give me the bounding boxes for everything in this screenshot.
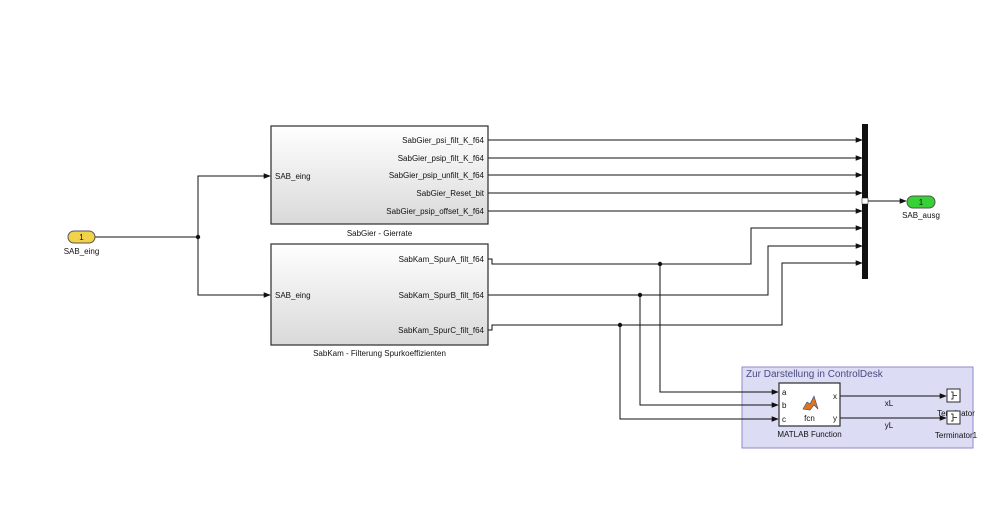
terminator1-block[interactable]: Terminator1	[935, 410, 978, 440]
signal-label-x: xL	[885, 399, 894, 408]
gier-output-1: SabGier_psi_filt_K_f64	[402, 136, 484, 145]
line-branch-a[interactable]	[659, 264, 779, 395]
mf-name: MATLAB Function	[777, 430, 841, 439]
inport-name: SAB_eing	[64, 247, 100, 256]
kam-output-1: SabKam_SpurA_filt_f64	[399, 255, 485, 264]
line-to-kam[interactable]	[197, 237, 271, 298]
inport-block[interactable]: 1 SAB_eing	[64, 230, 100, 256]
gier-input-port: SAB_eing	[275, 172, 311, 181]
line-kam-out-3[interactable]	[488, 260, 863, 331]
matlab-function-block[interactable]: a b c x y fcn MATLAB Function	[777, 382, 842, 439]
outport-number: 1	[919, 198, 924, 207]
mf-input-a: a	[782, 388, 787, 397]
gier-title: SabGier - Gierrate	[347, 229, 413, 238]
signal-label-y: yL	[885, 421, 894, 430]
terminator1-name: Terminator1	[935, 431, 978, 440]
subsystem-kam[interactable]: SAB_eing SabKam_SpurA_filt_f64 SabKam_Sp…	[270, 243, 489, 358]
line-branch-b[interactable]	[639, 295, 779, 408]
mf-output-x: x	[833, 392, 837, 401]
gier-output-4: SabGier_Reset_bit	[416, 189, 484, 198]
annotation-area-title: Zur Darstellung in ControlDesk	[746, 369, 884, 380]
gier-output-5: SabGier_psip_offset_K_f64	[386, 207, 484, 216]
line-to-gier[interactable]	[197, 173, 271, 237]
gier-output-2: SabGier_psip_filt_K_f64	[398, 154, 485, 163]
signal-lines	[95, 137, 947, 422]
kam-title: SabKam - Filterung Spurkoeffizienten	[313, 349, 446, 358]
mf-input-c: c	[782, 415, 786, 424]
kam-input-port: SAB_eing	[275, 291, 311, 300]
line-kam-out-2[interactable]	[488, 243, 863, 296]
mf-input-b: b	[782, 401, 787, 410]
kam-output-3: SabKam_SpurC_filt_f64	[398, 326, 484, 335]
gier-output-3: SabGier_psip_unfilt_K_f64	[389, 171, 485, 180]
outport-block[interactable]: 1 SAB_ausg	[902, 195, 940, 220]
mux-block[interactable]	[861, 124, 869, 279]
line-kam-out-1[interactable]	[488, 225, 863, 265]
outport-name: SAB_ausg	[902, 211, 940, 220]
branch-points	[195, 234, 663, 328]
inport-number: 1	[79, 233, 84, 242]
kam-output-2: SabKam_SpurB_filt_f64	[399, 291, 485, 300]
matlab-logo-icon	[802, 395, 819, 411]
line-branch-c[interactable]	[619, 325, 779, 422]
mf-icon-label: fcn	[804, 414, 815, 423]
subsystem-gier[interactable]: SAB_eing SabGier_psi_filt_K_f64 SabGier_…	[270, 125, 489, 238]
mf-output-y: y	[833, 414, 837, 423]
